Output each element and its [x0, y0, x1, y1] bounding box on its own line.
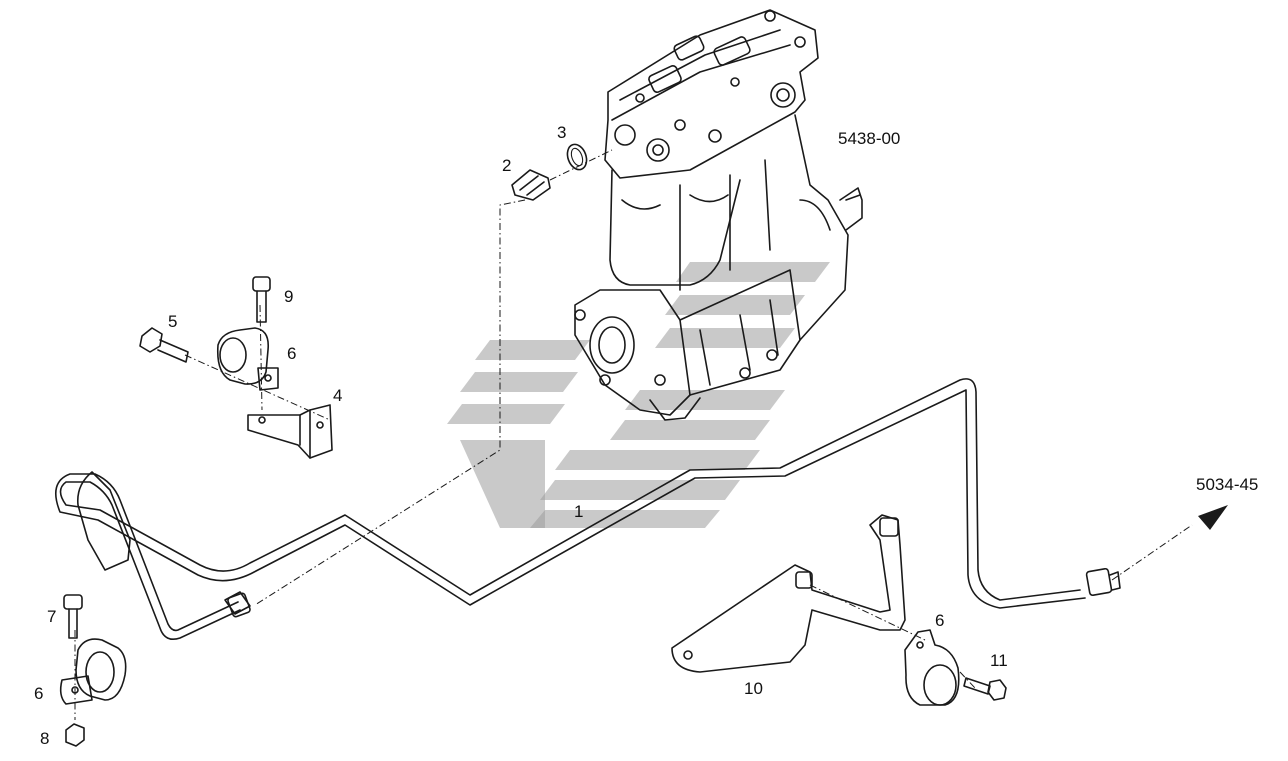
watermark-logo — [447, 262, 830, 528]
part-3-seal-ring — [566, 143, 588, 171]
label-part-7: 7 — [47, 607, 57, 626]
part-1-pressure-pipe — [54, 378, 1121, 641]
label-part-3: 3 — [557, 123, 567, 142]
air-compressor — [574, 9, 863, 421]
label-part-1: 1 — [574, 502, 584, 521]
label-part-4: 4 — [333, 386, 343, 405]
label-part-6-lower-left: 6 — [34, 684, 44, 703]
label-part-6-right: 6 — [935, 611, 945, 630]
label-part-5: 5 — [168, 312, 178, 331]
part-7-bolt — [63, 594, 83, 639]
part-8-nut — [65, 723, 85, 747]
label-part-11: 11 — [990, 651, 1008, 670]
part-11-bolt — [963, 677, 1007, 701]
continuation-arrow — [1198, 505, 1228, 530]
part-6-clamp-upper — [216, 327, 279, 391]
label-part-8: 8 — [40, 729, 50, 748]
assembly-center-lines — [74, 149, 1193, 720]
part-5-bolt — [139, 327, 189, 363]
part-9-bolt — [252, 276, 271, 323]
part-6-clamp-lower-left — [59, 638, 127, 705]
label-part-10: 10 — [744, 679, 763, 698]
label-part-2: 2 — [502, 156, 512, 175]
label-part-6-upper: 6 — [287, 344, 297, 363]
part-4-bracket — [247, 404, 333, 459]
part-10-bracket — [671, 514, 906, 673]
part-2-fitting — [511, 169, 551, 201]
label-ref-continuation: 5034-45 — [1196, 475, 1259, 494]
part-6-clamp-right — [904, 629, 960, 706]
label-part-9: 9 — [284, 287, 294, 306]
label-ref-compressor: 5438-00 — [838, 129, 901, 148]
